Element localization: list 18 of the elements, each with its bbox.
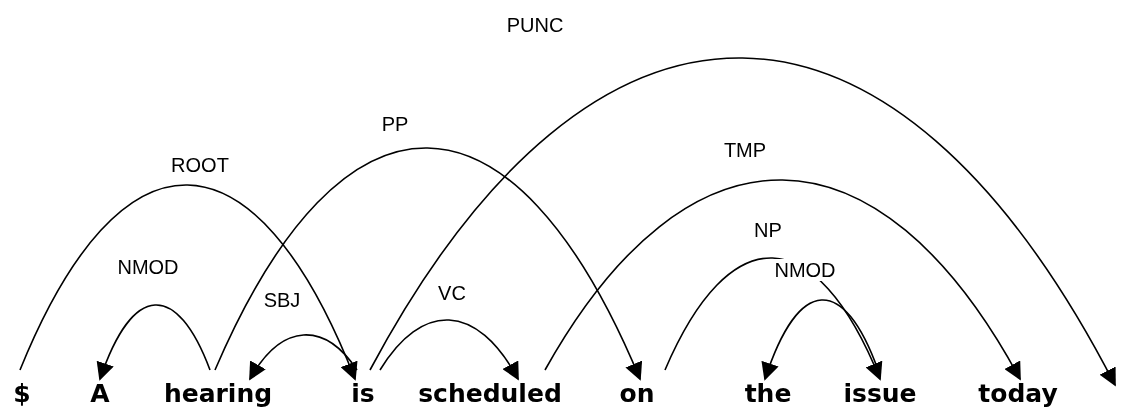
word-token: today bbox=[978, 379, 1058, 409]
arc-arrow bbox=[379, 319, 519, 381]
arc-arrow bbox=[762, 299, 879, 381]
word-token: issue bbox=[843, 379, 917, 409]
word-token: the bbox=[744, 379, 792, 409]
word-token: A bbox=[90, 379, 110, 409]
arc-arrow bbox=[544, 179, 1021, 381]
word-token: hearing bbox=[163, 379, 273, 409]
arc-arrow bbox=[214, 147, 642, 381]
word-token: scheduled bbox=[418, 379, 562, 409]
word-token: on bbox=[619, 379, 655, 409]
arc-arrow bbox=[19, 184, 357, 381]
arc-arrow bbox=[97, 304, 211, 381]
arc-arrow bbox=[249, 334, 358, 381]
word-token: is bbox=[351, 379, 375, 409]
arc-arrow bbox=[369, 57, 1116, 387]
word-token: $ bbox=[13, 379, 31, 409]
edge-label: NMOD bbox=[772, 259, 838, 281]
